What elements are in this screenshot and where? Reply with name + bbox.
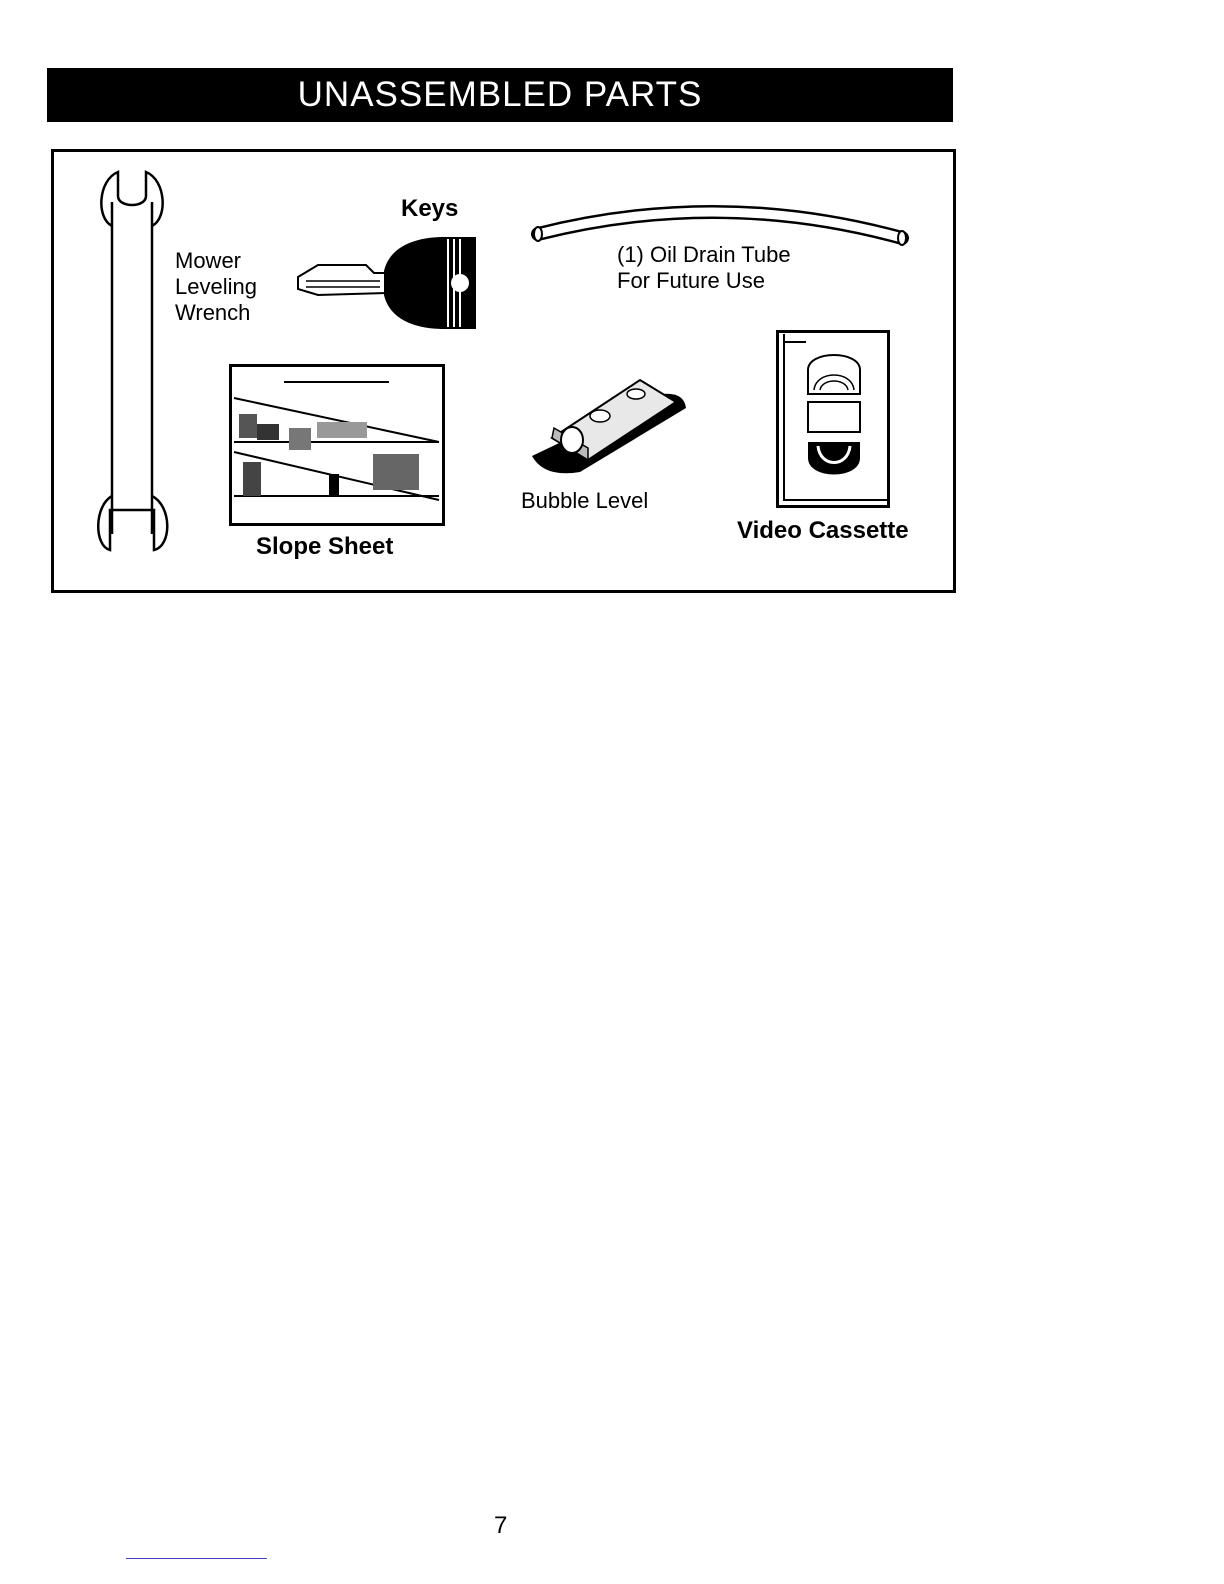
wrench-label-line-1: Mower bbox=[175, 248, 257, 274]
footer-rule bbox=[126, 1558, 267, 1559]
wrench-icon bbox=[88, 168, 184, 558]
tube-label-line-1: (1) Oil Drain Tube bbox=[617, 242, 791, 268]
wrench-label: Mower Leveling Wrench bbox=[175, 248, 257, 326]
wrench-label-line-3: Wrench bbox=[175, 300, 257, 326]
keys-label: Keys bbox=[401, 196, 458, 222]
page-number: 7 bbox=[494, 1512, 507, 1540]
section-title: UNASSEMBLED PARTS bbox=[298, 75, 703, 114]
video-cassette-label: Video Cassette bbox=[737, 518, 909, 544]
bubble-level-icon bbox=[530, 368, 690, 480]
key-icon bbox=[294, 233, 480, 333]
section-title-banner: UNASSEMBLED PARTS bbox=[47, 68, 953, 122]
slope-sheet-icon bbox=[229, 364, 445, 526]
video-cassette-icon bbox=[776, 330, 892, 510]
tube-label: (1) Oil Drain Tube For Future Use bbox=[617, 242, 791, 294]
slope-sheet-label: Slope Sheet bbox=[256, 534, 393, 560]
bubble-level-label: Bubble Level bbox=[521, 488, 648, 514]
tube-label-line-2: For Future Use bbox=[617, 268, 791, 294]
wrench-label-line-2: Leveling bbox=[175, 274, 257, 300]
